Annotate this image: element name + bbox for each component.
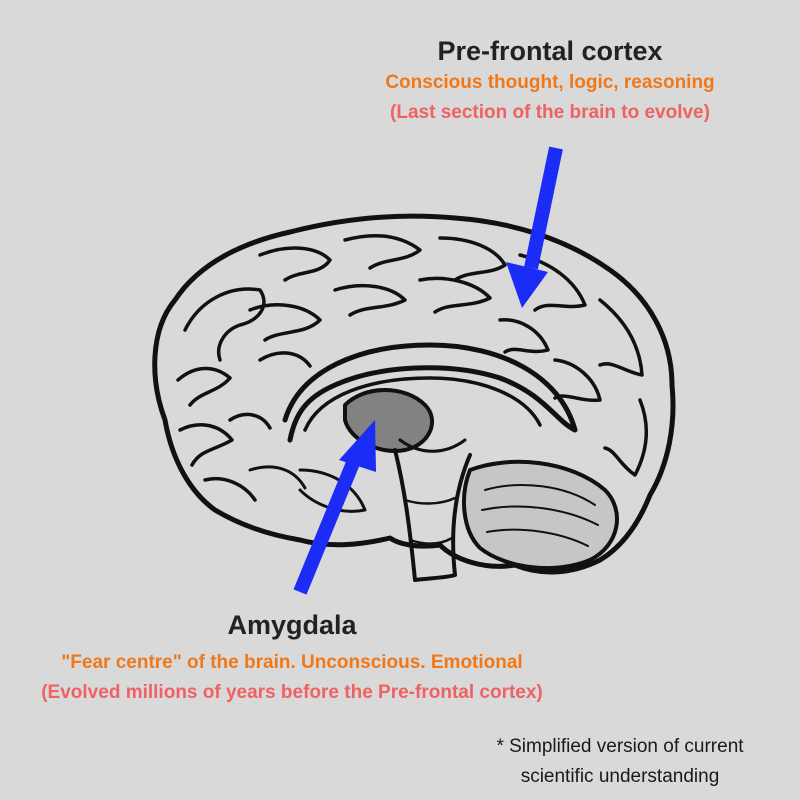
- amygdala-label-group: Amygdala "Fear centre" of the brain. Unc…: [0, 608, 584, 708]
- prefrontal-title: Pre-frontal cortex: [437, 36, 663, 66]
- brain-illustration-icon: [152, 213, 676, 582]
- prefrontal-description: Conscious thought, logic, reasoning: [385, 72, 715, 93]
- arrow-up-right-icon: [293, 420, 376, 595]
- amygdala-description: "Fear centre" of the brain. Unconscious.…: [61, 652, 523, 673]
- prefrontal-evolution-note: (Last section of the brain to evolve): [390, 102, 710, 123]
- footnote-line-1: * Simplified version of current: [496, 736, 744, 757]
- footnote-line-2: scientific understanding: [520, 766, 720, 787]
- amygdala-evolution-note: (Evolved millions of years before the Pr…: [41, 682, 543, 703]
- amygdala-title: Amygdala: [227, 610, 357, 640]
- prefrontal-label-group: Pre-frontal cortex Conscious thought, lo…: [330, 34, 770, 128]
- footnote: * Simplified version of current scientif…: [460, 732, 780, 792]
- arrow-down-left-icon: [506, 146, 563, 308]
